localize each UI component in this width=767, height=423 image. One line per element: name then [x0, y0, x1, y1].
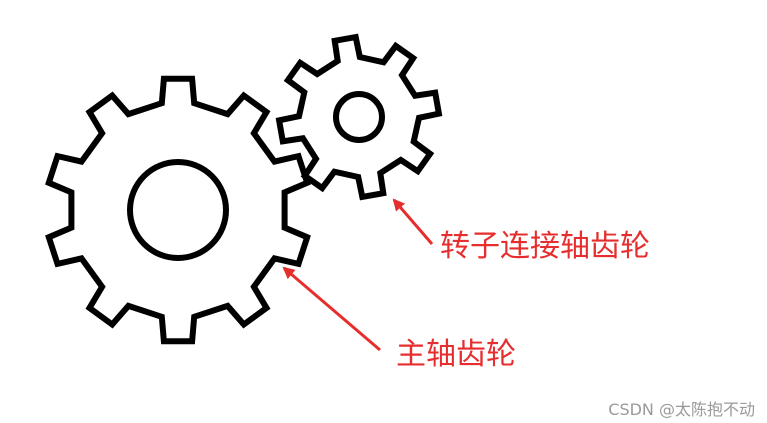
rotor-shaft-gear-icon	[275, 33, 443, 201]
main-gear-arrow	[282, 266, 381, 352]
watermark: CSDN @太陈抱不动	[608, 400, 755, 419]
main-gear-label: 主轴齿轮	[396, 337, 516, 372]
rotor-gear-arrow	[392, 198, 434, 245]
rotor-gear-hole	[333, 91, 385, 143]
main-shaft-gear-icon	[45, 75, 311, 345]
rotor-gear-label: 转子连接轴齿轮	[440, 229, 650, 264]
main-gear-hole	[127, 159, 229, 261]
